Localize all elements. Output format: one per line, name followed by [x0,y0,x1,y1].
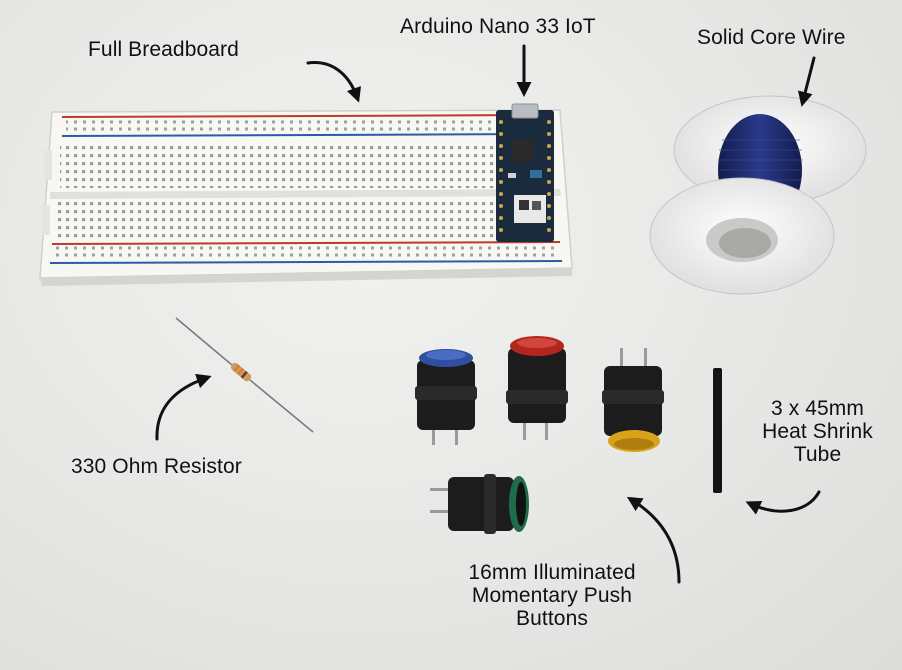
breadboard [39,109,573,286]
arrow-to-heat-shrink [745,490,821,515]
heat-shrink-tube [713,368,722,493]
label-heat-shrink-line-1: 3 x 45mm [771,397,864,420]
wire-spool [649,95,867,295]
label-resistor: 330 Ohm Resistor [71,455,242,478]
arrow-to-wire [797,56,816,107]
label-heat-shrink: 3 x 45mm Heat Shrink Tube [745,397,890,466]
label-push-buttons-line-2: Momentary Push [471,584,633,607]
push-button-red [506,336,568,440]
label-solid-core-wire: Solid Core Wire [697,26,846,49]
label-full-breadboard: Full Breadboard [88,38,239,61]
push-button-green [430,474,529,534]
arrow-to-buttons [626,496,681,584]
arrow-to-breadboard [306,61,362,103]
label-push-buttons: 16mm Illuminated Momentary Push Buttons [448,561,656,630]
arrow-to-resistor [155,373,212,441]
label-push-buttons-line-1: 16mm Illuminated [468,561,636,584]
resistor [175,317,314,433]
label-arduino-nano: Arduino Nano 33 IoT [400,15,596,38]
arduino-nano-board [496,103,554,242]
push-button-yellow [602,348,664,452]
label-heat-shrink-line-3: Tube [793,443,842,466]
label-heat-shrink-line-2: Heat Shrink [762,420,873,443]
push-button-blue [415,349,477,445]
label-push-buttons-line-3: Buttons [516,607,588,630]
